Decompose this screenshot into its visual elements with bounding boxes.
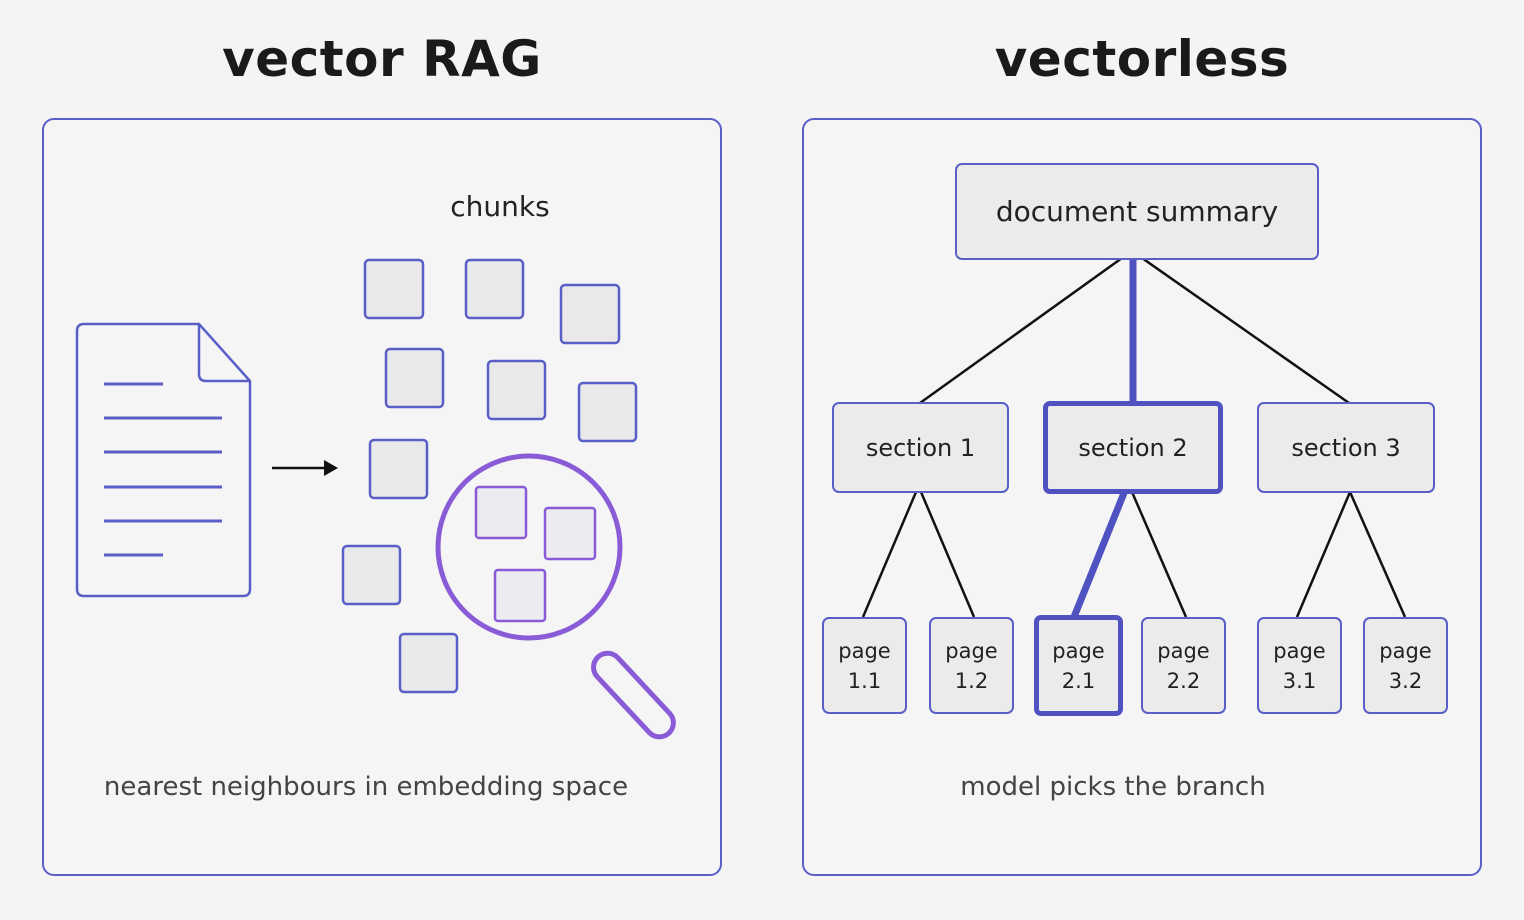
matched-chunk-square <box>493 568 547 623</box>
vectorless-caption: model picks the branch <box>960 772 1266 802</box>
arrow-icon <box>272 460 338 476</box>
document-summary-node: document summary <box>955 163 1319 260</box>
chunk-square <box>559 283 621 345</box>
chunk-square <box>384 347 445 409</box>
page-2-1-node: page 2.1 <box>1034 615 1123 716</box>
magnifier-icon <box>435 453 676 740</box>
vector-rag-caption: nearest neighbours in embedding space <box>103 772 629 802</box>
page-3-2-node: page 3.2 <box>1363 617 1448 714</box>
vectorless-title: vectorless <box>994 30 1290 88</box>
chunk-square <box>464 258 525 320</box>
chunk-square <box>341 544 402 606</box>
document-icon <box>75 322 252 598</box>
vector-rag-title: vector RAG <box>222 30 542 88</box>
matched-chunk-square <box>543 506 597 561</box>
matched-chunk-square <box>474 485 528 540</box>
page-1-1-node: page 1.1 <box>822 617 907 714</box>
section-3-node: section 3 <box>1257 402 1435 493</box>
page-1-2-node: page 1.2 <box>929 617 1014 714</box>
chunk-square <box>577 381 638 443</box>
page-3-1-node: page 3.1 <box>1257 617 1342 714</box>
page-2-2-node: page 2.2 <box>1141 617 1226 714</box>
chunk-square <box>486 359 547 421</box>
chunk-square <box>398 632 459 694</box>
section-1-node: section 1 <box>832 402 1009 493</box>
tree-edges <box>861 256 1407 618</box>
section-2-node: section 2 <box>1043 401 1223 494</box>
chunk-square <box>363 258 425 320</box>
chunks-label: chunks <box>450 190 550 223</box>
highlighted-branch <box>1070 259 1137 619</box>
chunk-square <box>368 438 429 500</box>
